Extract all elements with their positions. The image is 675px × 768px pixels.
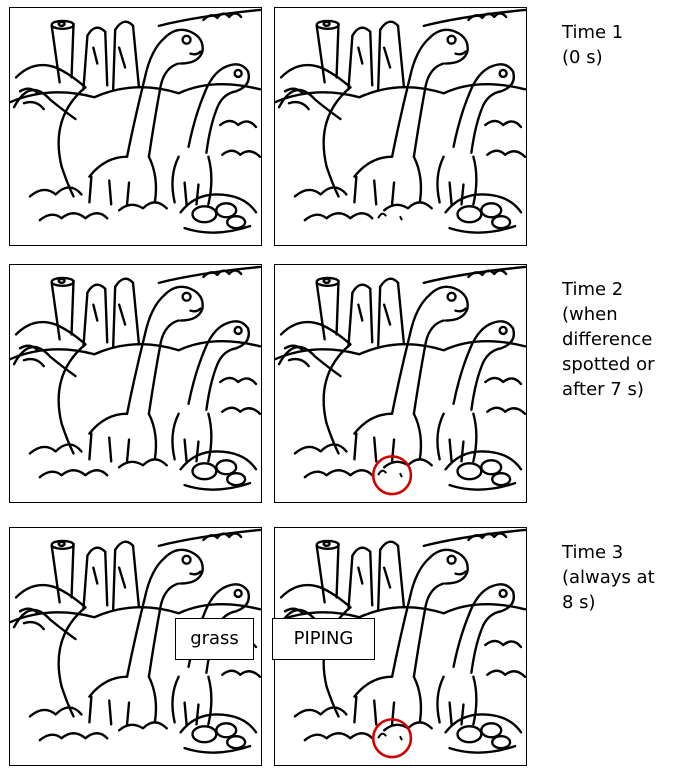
panel-original-time-1 (9, 7, 262, 246)
time-label-line: after 7 s) (562, 379, 644, 400)
time-label-line: (always at (562, 567, 655, 588)
time-label-3: Time 3 (always at 8 s) (562, 540, 674, 615)
time-label-2: Time 2 (when difference spotted or after… (562, 277, 674, 402)
word-box-left: grass (175, 618, 254, 660)
dinosaur-scene-drawing-modified (275, 8, 526, 234)
time-label-line: (0 s) (562, 47, 603, 68)
dinosaur-scene-drawing-modified (275, 528, 526, 759)
dinosaur-scene-drawing (10, 265, 261, 491)
difference-marker-circle (371, 455, 413, 496)
time-label-line: Time 1 (562, 22, 624, 43)
panel-original-time-2 (9, 264, 262, 503)
time-label-line: 8 s) (562, 592, 596, 613)
word-box-right: PIPING (272, 618, 375, 660)
panel-modified-time-2 (274, 264, 527, 503)
time-label-line: spotted or (562, 354, 655, 375)
panel-modified-time-1 (274, 7, 527, 246)
time-label-line: Time 2 (562, 279, 624, 300)
time-label-line: difference (562, 329, 653, 350)
time-label-1: Time 1 (0 s) (562, 20, 674, 70)
time-label-line: (when (562, 304, 618, 325)
dinosaur-scene-drawing (10, 8, 261, 234)
difference-marker-circle (371, 718, 413, 759)
time-label-line: Time 3 (562, 542, 624, 563)
dinosaur-scene-drawing-modified (275, 265, 526, 496)
